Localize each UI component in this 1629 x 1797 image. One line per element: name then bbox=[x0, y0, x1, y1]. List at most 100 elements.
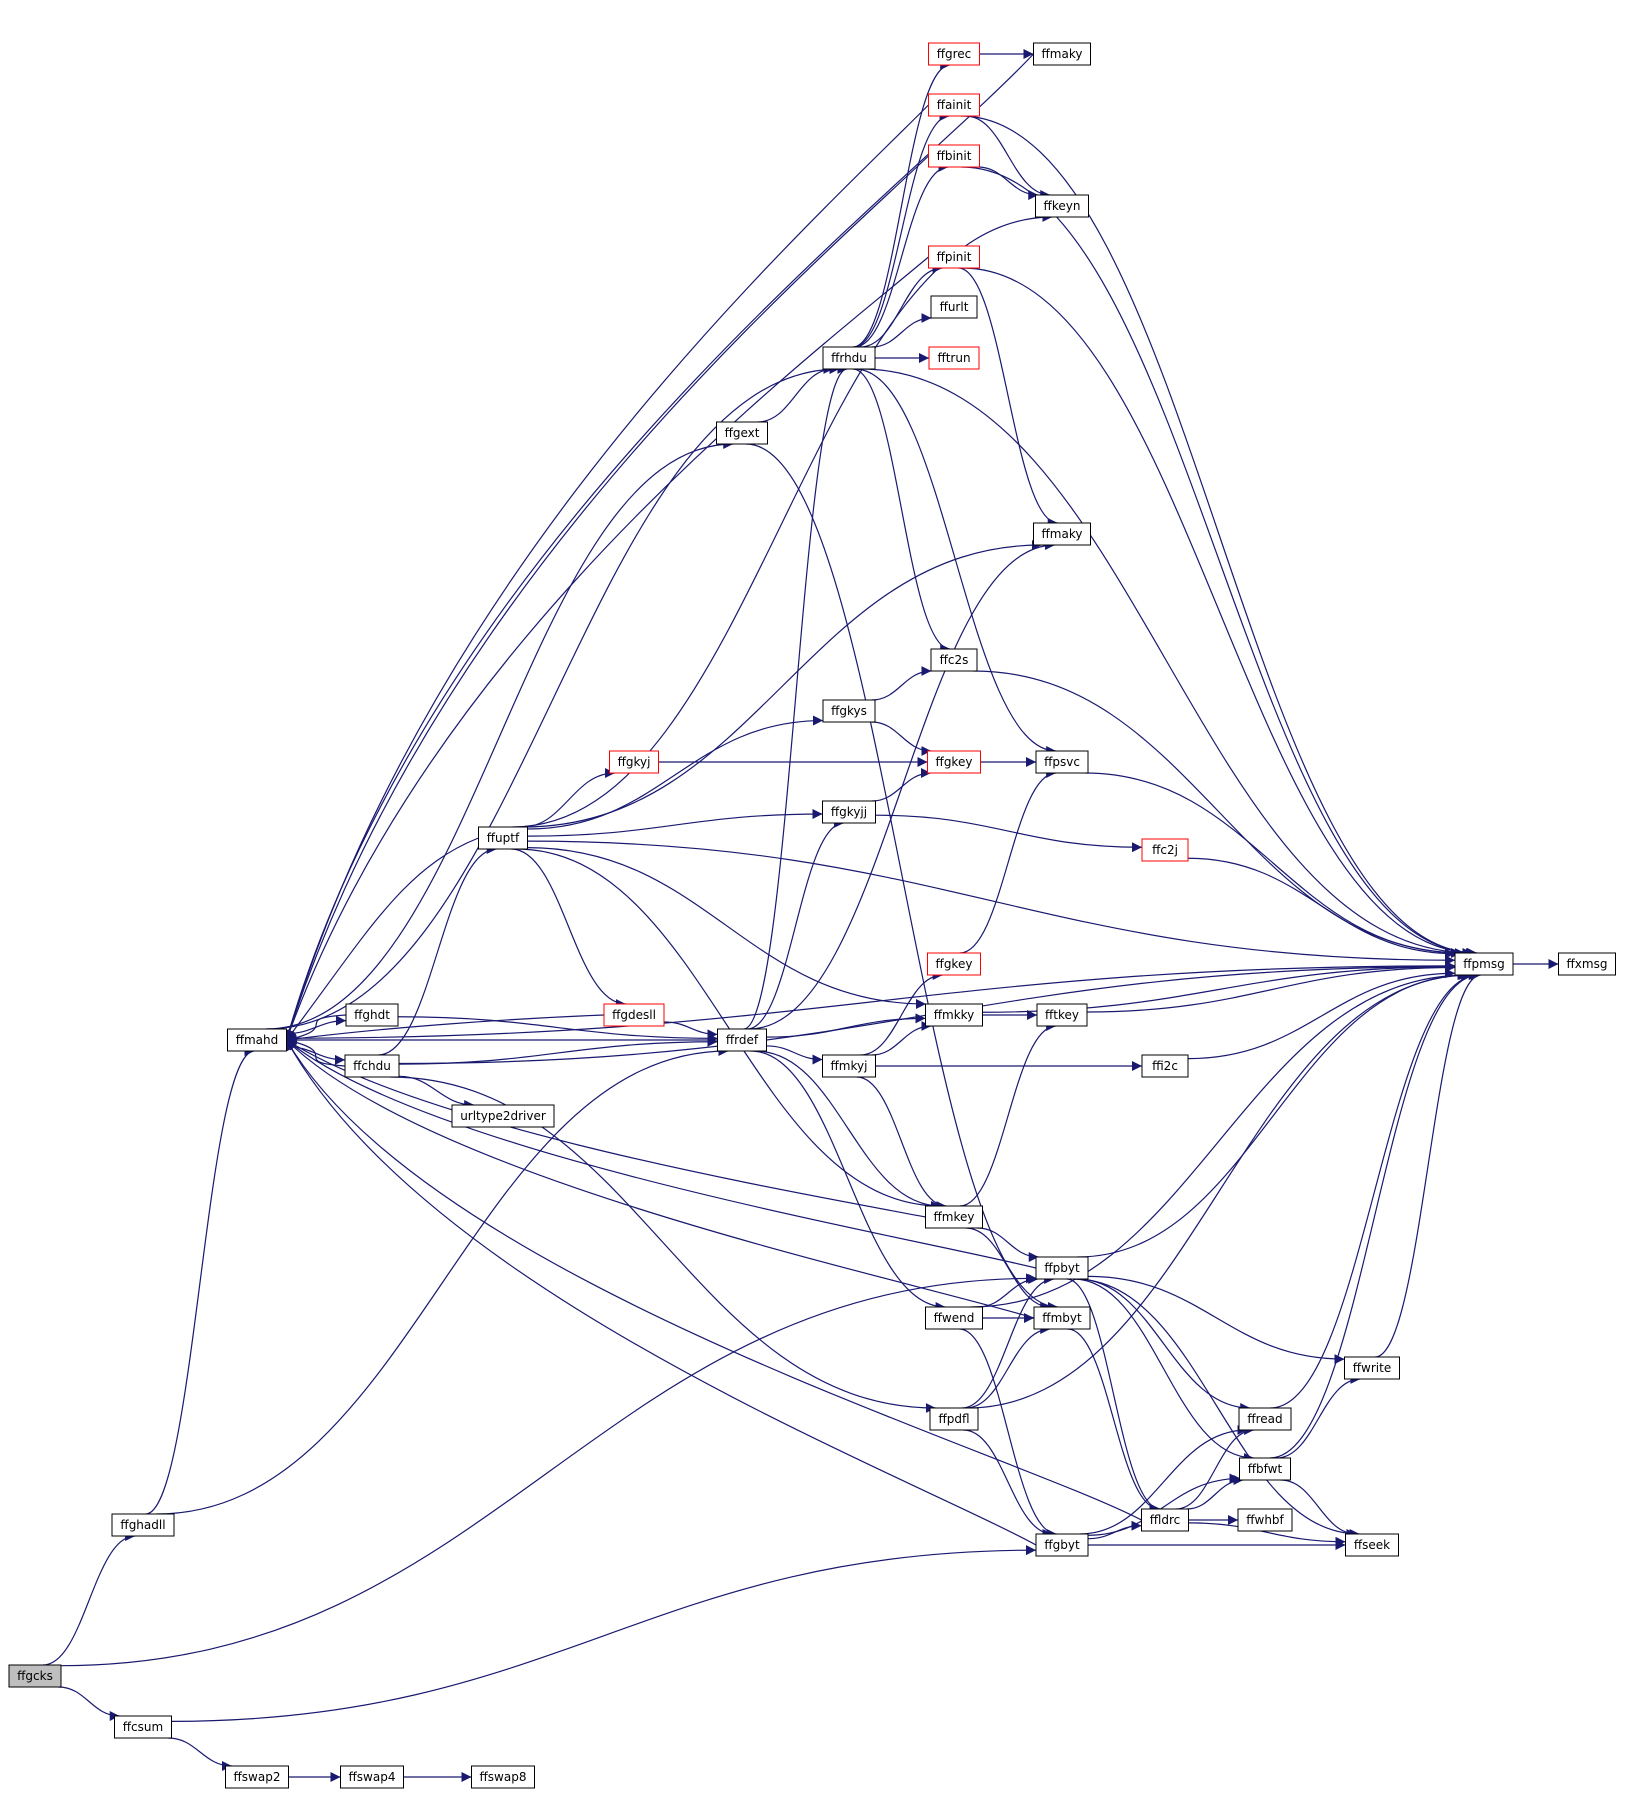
node-ffainit[interactable]: ffainit bbox=[928, 93, 980, 117]
node-box bbox=[928, 144, 980, 168]
node-label: ffread bbox=[1247, 1412, 1282, 1426]
node-ffpdfl[interactable]: ffpdfl bbox=[929, 1407, 979, 1431]
edge-line bbox=[1087, 1473, 1240, 1536]
node-ffmaky-mid[interactable]: ffmaky bbox=[1033, 522, 1091, 546]
node-ffmkey[interactable]: ffmkey bbox=[925, 1205, 983, 1229]
edge-line bbox=[959, 768, 1057, 954]
node-ffgkys[interactable]: ffgkys bbox=[822, 699, 876, 723]
node-ffcsum[interactable]: ffcsum bbox=[114, 1715, 172, 1739]
edge-line bbox=[860, 970, 943, 1056]
edge-ffwrite-to-ffpmsg bbox=[1374, 970, 1482, 1358]
node-ffmkyj[interactable]: ffmkyj bbox=[822, 1054, 876, 1078]
edge-line bbox=[1087, 1520, 1142, 1540]
node-ffchdu[interactable]: ffchdu bbox=[344, 1054, 400, 1078]
node-label: fftrun bbox=[937, 351, 970, 365]
node-label: ffuptf bbox=[487, 831, 520, 845]
edge-fftkey-to-ffpmsg bbox=[1086, 962, 1456, 1013]
edge-ffmkyj-to-ffgkey-b bbox=[860, 970, 943, 1056]
node-box bbox=[344, 1054, 400, 1078]
node-ffrdef[interactable]: ffrdef bbox=[717, 1028, 767, 1052]
node-urltype2driver[interactable]: urltype2driver bbox=[451, 1104, 555, 1128]
node-label: ffldrc bbox=[1150, 1513, 1181, 1527]
edge-ffghdt-to-ffmahd bbox=[286, 1014, 347, 1043]
node-ffgcks[interactable]: ffgcks bbox=[8, 1664, 62, 1688]
node-box bbox=[925, 1003, 983, 1027]
edge-ffbfwt-to-ffseek bbox=[1280, 1479, 1357, 1539]
node-ffkeyn[interactable]: ffkeyn bbox=[1035, 194, 1089, 218]
node-ffc2s[interactable]: ffc2s bbox=[930, 648, 978, 672]
node-label: ffurlt bbox=[940, 300, 969, 314]
node-ffswap2[interactable]: ffswap2 bbox=[225, 1765, 289, 1789]
node-ffgbyt[interactable]: ffgbyt bbox=[1035, 1533, 1089, 1557]
edge-ffpinit-to-ffpmsg bbox=[962, 267, 1476, 958]
node-ffmkky[interactable]: ffmkky bbox=[925, 1003, 983, 1027]
node-box bbox=[345, 1003, 399, 1027]
edge-line bbox=[58, 1686, 120, 1721]
edge-line bbox=[398, 1075, 475, 1110]
node-ffghdt[interactable]: ffghdt bbox=[345, 1003, 399, 1027]
node-label: ffswap8 bbox=[480, 1770, 527, 1784]
edge-line bbox=[1074, 1278, 1360, 1539]
node-ffi2c[interactable]: ffi2c bbox=[1141, 1054, 1189, 1078]
edge-line bbox=[1073, 1278, 1254, 1463]
edge-line bbox=[854, 162, 949, 348]
edge-line bbox=[747, 818, 844, 1030]
node-ffldrc[interactable]: ffldrc bbox=[1141, 1508, 1189, 1532]
node-ffseek[interactable]: ffseek bbox=[1345, 1533, 1399, 1557]
node-ffmahd[interactable]: ffmahd bbox=[227, 1028, 287, 1052]
node-box bbox=[930, 648, 978, 672]
node-label: fftkey bbox=[1045, 1008, 1079, 1022]
node-box bbox=[1239, 1457, 1291, 1481]
node-label: ffbfwt bbox=[1248, 1462, 1283, 1476]
node-box bbox=[925, 1205, 983, 1229]
edge-line bbox=[266, 364, 840, 1030]
edge-ffpbyt-to-ffbfwt bbox=[1073, 1278, 1254, 1463]
edge-ffbinit-to-ffkeyn bbox=[977, 166, 1039, 200]
node-ffbinit[interactable]: ffbinit bbox=[928, 144, 980, 168]
node-ffurlt[interactable]: ffurlt bbox=[930, 295, 978, 319]
node-ffgrec[interactable]: ffgrec bbox=[928, 42, 980, 66]
edge-line bbox=[286, 1039, 1035, 1319]
edge-ffmkey-to-ffmbyt bbox=[965, 1227, 1051, 1312]
edge-ffldrc-to-ffmahd bbox=[285, 1039, 1142, 1521]
node-label: ffchdu bbox=[353, 1059, 391, 1073]
node-ffmbyt[interactable]: ffmbyt bbox=[1033, 1306, 1091, 1330]
node-ffrhdu[interactable]: ffrhdu bbox=[822, 346, 876, 370]
node-ffswap8[interactable]: ffswap8 bbox=[471, 1765, 535, 1789]
node-ffwhbf[interactable]: ffwhbf bbox=[1237, 1508, 1293, 1532]
node-ffpbyt[interactable]: ffpbyt bbox=[1035, 1256, 1089, 1280]
node-ffswap4[interactable]: ffswap4 bbox=[340, 1765, 404, 1789]
node-ffmaky-top[interactable]: ffmaky bbox=[1033, 42, 1091, 66]
node-ffbfwt[interactable]: ffbfwt bbox=[1239, 1457, 1291, 1481]
node-ffwrite[interactable]: ffwrite bbox=[1344, 1356, 1400, 1380]
node-ffgkyjj[interactable]: ffgkyjj bbox=[822, 800, 876, 824]
node-ffuptf[interactable]: ffuptf bbox=[478, 826, 528, 850]
node-ffwend[interactable]: ffwend bbox=[925, 1306, 983, 1330]
edge-ffrhdu-to-ffpinit bbox=[860, 263, 943, 348]
node-ffc2j[interactable]: ffc2j bbox=[1141, 838, 1189, 862]
edge-line bbox=[965, 115, 1051, 200]
node-label: ffgcks bbox=[17, 1669, 53, 1683]
node-fftkey[interactable]: fftkey bbox=[1036, 1003, 1088, 1027]
node-ffgdesll[interactable]: ffgdesll bbox=[603, 1003, 665, 1027]
edge-line bbox=[398, 1036, 718, 1065]
node-ffgkey-a[interactable]: ffgkey bbox=[927, 750, 981, 774]
edge-line bbox=[961, 166, 1477, 958]
node-ffpsvc[interactable]: ffpsvc bbox=[1035, 750, 1089, 774]
node-ffpmsg[interactable]: ffpmsg bbox=[1454, 952, 1514, 976]
edge-ffchdu-to-ffrdef bbox=[398, 1036, 718, 1065]
edge-line bbox=[521, 768, 616, 828]
node-ffgkey-b[interactable]: ffgkey bbox=[927, 952, 981, 976]
edge-line bbox=[1067, 1328, 1160, 1514]
node-fftrun[interactable]: fftrun bbox=[928, 346, 980, 370]
edge-ffuptf-to-ffmahd bbox=[286, 837, 479, 1041]
node-ffgext[interactable]: ffgext bbox=[716, 421, 768, 445]
edge-line bbox=[286, 960, 1456, 1039]
node-ffpinit[interactable]: ffpinit bbox=[928, 245, 980, 269]
node-ffghadll[interactable]: ffghadll bbox=[111, 1513, 175, 1537]
node-ffxmsg[interactable]: ffxmsg bbox=[1558, 952, 1616, 976]
node-ffread[interactable]: ffread bbox=[1238, 1407, 1292, 1431]
node-box bbox=[111, 1513, 175, 1537]
node-box bbox=[1035, 750, 1089, 774]
node-ffgkyj[interactable]: ffgkyj bbox=[609, 750, 659, 774]
